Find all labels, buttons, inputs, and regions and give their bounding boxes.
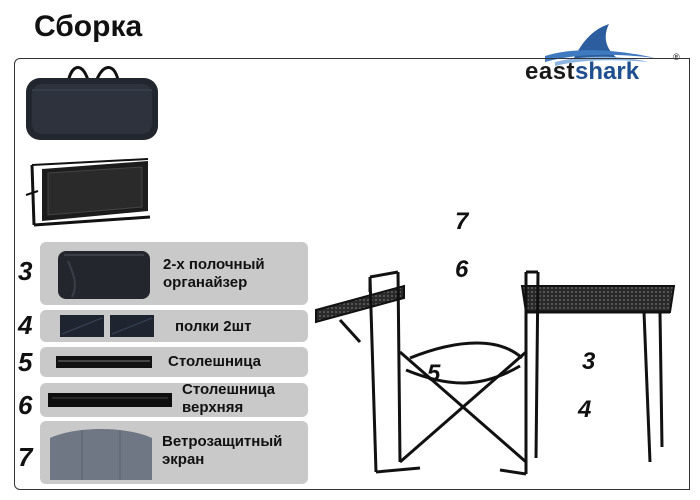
callout-5: 5 bbox=[427, 360, 441, 387]
upper-tabletop-icon bbox=[48, 393, 172, 407]
item-label: Столешница bbox=[168, 353, 261, 371]
item-number: 5 bbox=[18, 347, 33, 377]
item-label-line: экран bbox=[162, 451, 205, 468]
brand-logo: eastshark ® bbox=[525, 22, 685, 92]
item-label-line: Ветрозащитный bbox=[162, 433, 283, 450]
contents-frame bbox=[14, 58, 690, 490]
item-number: 7 bbox=[18, 442, 33, 472]
windscreen-icon bbox=[50, 429, 152, 480]
item-label: Столешница верхняя bbox=[182, 381, 275, 417]
item-label-line: Столешница bbox=[168, 353, 261, 370]
item-label-line: верхняя bbox=[182, 399, 244, 416]
shark-fin-logo-icon bbox=[545, 24, 655, 66]
callout-6: 6 bbox=[455, 256, 469, 283]
callout-7: 7 bbox=[455, 208, 469, 235]
folded-frame-icon bbox=[25, 158, 151, 227]
item-label-line: органайзер bbox=[163, 274, 248, 291]
camping-stand-icon bbox=[315, 270, 676, 476]
shelves-icon bbox=[60, 315, 154, 337]
logo-east-text: east bbox=[525, 58, 576, 85]
item-number: 3 bbox=[18, 256, 33, 286]
logo-registered-mark: ® bbox=[673, 52, 680, 62]
item-label-line: 2-х полочный bbox=[163, 256, 265, 273]
item-label: полки 2шт bbox=[175, 318, 251, 336]
tabletop-icon bbox=[56, 356, 152, 368]
page-title: Сборка bbox=[34, 10, 143, 43]
item-label-line: полки 2шт bbox=[175, 318, 252, 335]
logo-wordmark: eastshark bbox=[525, 58, 639, 86]
item-label-line: Столешница bbox=[182, 381, 275, 398]
callout-3: 3 bbox=[582, 348, 596, 375]
item-number: 6 bbox=[18, 390, 33, 420]
callout-4: 4 bbox=[578, 396, 592, 423]
item-label: 2-х полочный органайзер bbox=[163, 256, 265, 292]
carry-bag-icon bbox=[26, 66, 158, 140]
item-number: 4 bbox=[18, 310, 33, 340]
organizer-icon bbox=[58, 251, 150, 299]
item-label: Ветрозащитный экран bbox=[162, 433, 282, 469]
logo-shark-text: shark bbox=[575, 58, 640, 85]
